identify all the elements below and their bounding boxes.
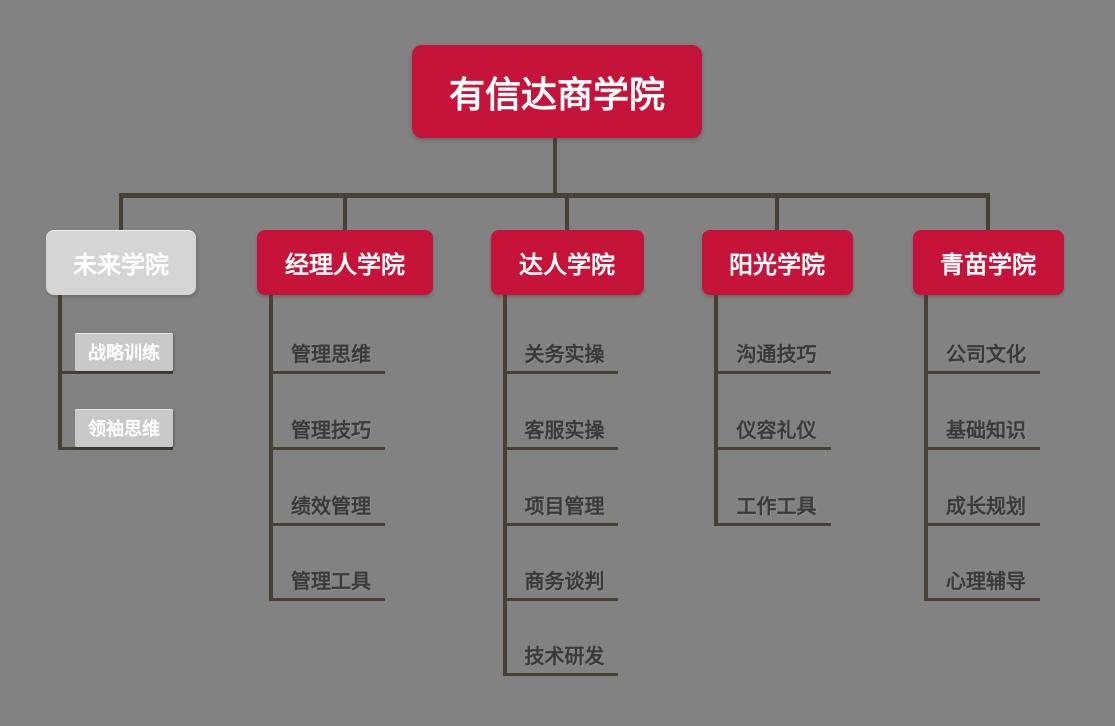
leaf-underline [924,598,1040,601]
leaf-underline [924,523,1040,526]
leaf-node[interactable]: 沟通技巧 [736,344,817,366]
leaf-node[interactable]: 项目管理 [524,496,605,518]
leaf-node[interactable]: 关务实操 [524,344,605,366]
leaf-node[interactable]: 基础知识 [946,420,1026,442]
branch-trunk-line [503,295,507,676]
leaf-node[interactable]: 公司文化 [946,344,1026,366]
leaf-underline [503,447,618,450]
branch-trunk-line [714,295,718,526]
leaf-node[interactable]: 领袖思维 [75,409,173,447]
leaf-node[interactable]: 管理工具 [291,571,371,593]
bus-line [119,193,990,198]
leaf-underline [269,598,385,601]
branch-node[interactable]: 阳光学院 [701,230,853,295]
leaf-underline [503,673,618,676]
leaf-node[interactable]: 成长规划 [946,496,1026,518]
leaf-node[interactable]: 客服实操 [524,420,605,442]
leaf-node[interactable]: 工作工具 [736,496,817,518]
leaf-underline [269,371,385,374]
branch-drop-line [986,196,990,232]
leaf-node[interactable]: 心理辅导 [946,571,1026,593]
leaf-underline [714,371,831,374]
leaf-node[interactable]: 绩效管理 [291,496,371,518]
leaf-underline [269,523,385,526]
root-node[interactable]: 有信达商学院 [412,45,702,138]
leaf-underline [714,447,831,450]
branch-node[interactable]: 达人学院 [490,230,644,295]
branch-drop-line [119,196,123,232]
branch-drop-line [775,196,779,232]
branch-node[interactable]: 青苗学院 [912,230,1064,295]
branch-node[interactable]: 未来学院 [46,230,196,295]
branch-drop-line [343,196,347,232]
leaf-underline [924,371,1040,374]
leaf-node[interactable]: 仪容礼仪 [736,420,817,442]
leaf-underline [503,523,618,526]
branch-drop-line [565,196,569,232]
leaf-underline [503,598,618,601]
leaf-node[interactable]: 管理技巧 [291,420,371,442]
leaf-underline [58,371,173,374]
leaf-underline [924,447,1040,450]
leaf-node[interactable]: 管理思维 [291,344,371,366]
leaf-node[interactable]: 技术研发 [524,646,605,668]
leaf-node[interactable]: 战略训练 [75,333,173,371]
root-trunk-line [553,138,557,198]
leaf-node[interactable]: 商务谈判 [524,571,605,593]
leaf-underline [58,447,173,450]
branch-node[interactable]: 经理人学院 [257,230,433,295]
leaf-underline [714,523,831,526]
leaf-underline [269,447,385,450]
leaf-underline [503,371,618,374]
